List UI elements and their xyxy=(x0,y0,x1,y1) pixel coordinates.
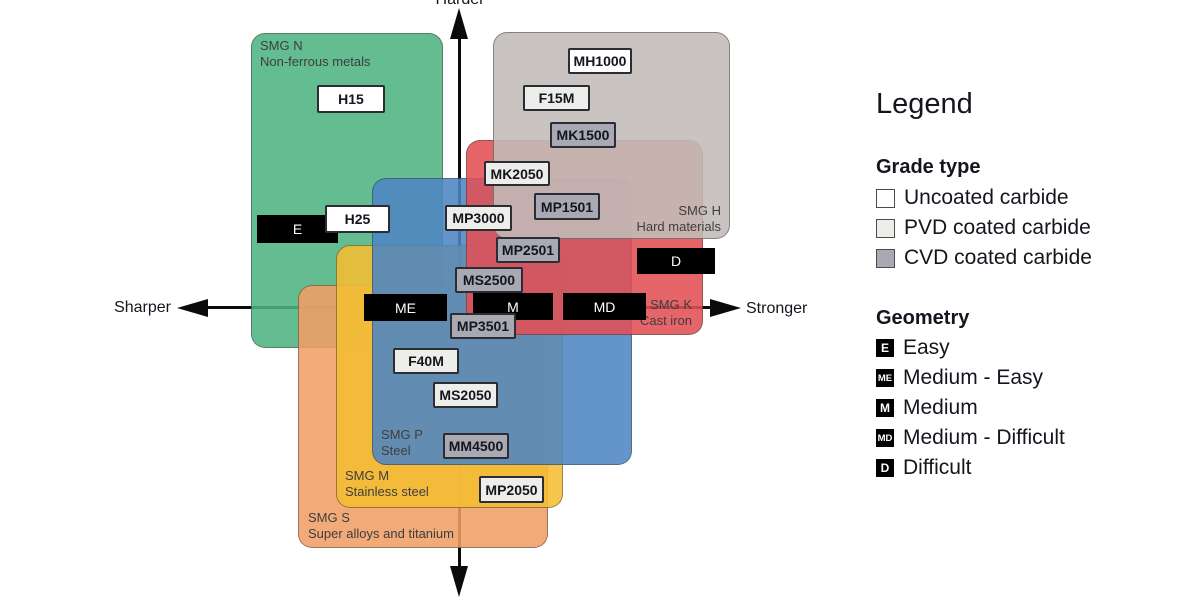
grade-box-ms2050: MS2050 xyxy=(433,382,498,408)
geometry-heading: Geometry xyxy=(876,307,970,329)
legend-row-label: Uncoated carbide xyxy=(904,186,1069,209)
region-material-name: Stainless steel xyxy=(345,484,429,499)
region-material-name: Non-ferrous metals xyxy=(260,54,371,69)
legend-row-label: CVD coated carbide xyxy=(904,246,1092,269)
right-arrowhead-icon xyxy=(710,299,741,317)
grade-box-h15: H15 xyxy=(317,85,385,113)
geometry-bar-e: E xyxy=(257,215,338,243)
grade-box-mh1000: MH1000 xyxy=(568,48,632,74)
region-material-name: Hard materials xyxy=(636,219,721,234)
geometry-badge-icon: D xyxy=(876,459,894,477)
grade-box-f15m: F15M xyxy=(523,85,590,111)
region-material-name: Super alloys and titanium xyxy=(308,526,454,541)
grade-box-mp3000: MP3000 xyxy=(445,205,512,231)
grade-box-mp2501: MP2501 xyxy=(496,237,560,263)
grade-box-mm4500: MM4500 xyxy=(443,433,509,459)
legend-row-uncoated: Uncoated carbide xyxy=(876,183,1092,213)
legend-row-cvd: CVD coated carbide xyxy=(876,243,1092,273)
grade-box-mk1500: MK1500 xyxy=(550,122,616,148)
geometry-bar-me: ME xyxy=(364,294,447,321)
grade-box-h25: H25 xyxy=(325,205,390,233)
left-arrowhead-icon xyxy=(177,299,208,317)
region-material-name: Steel xyxy=(381,443,411,458)
legend-row-label: Difficult xyxy=(903,456,972,479)
region-smg-name: SMG P xyxy=(381,427,423,442)
axis-label-sharper: Sharper xyxy=(114,299,171,316)
axis-label-stronger: Stronger xyxy=(746,300,808,317)
geometry-badge-icon: E xyxy=(876,339,894,357)
grade-box-mp3501: MP3501 xyxy=(450,313,516,339)
grade-box-f40m: F40M xyxy=(393,348,459,374)
up-arrowhead-icon xyxy=(450,8,468,39)
legend-row-label: Medium xyxy=(903,396,978,419)
region-smg-name: SMG N xyxy=(260,38,303,53)
legend-row-geometry-me: ME Medium - Easy xyxy=(876,363,1065,393)
region-smg-name: SMG M xyxy=(345,468,390,483)
uncoated-swatch-icon xyxy=(876,188,895,208)
down-arrowhead-icon xyxy=(450,566,468,597)
legend-row-geometry-md: MD Medium - Difficult xyxy=(876,423,1065,453)
cvd-swatch-icon xyxy=(876,248,895,268)
region-material-name: Cast iron xyxy=(639,313,692,328)
legend-row-pvd: PVD coated carbide xyxy=(876,213,1092,243)
pvd-swatch-icon xyxy=(876,218,895,238)
region-smg-name: SMG S xyxy=(308,510,350,525)
legend-row-geometry-d: D Difficult xyxy=(876,453,1065,483)
region-smg-name: SMG H xyxy=(678,203,721,218)
legend-title: Legend xyxy=(876,88,973,120)
legend-row-label: Medium - Easy xyxy=(903,366,1044,389)
legend-row-geometry-m: M Medium xyxy=(876,393,1065,423)
legend-row-geometry-e: E Easy xyxy=(876,333,1065,363)
grade-box-mp2050: MP2050 xyxy=(479,476,544,503)
axis-label-harder: Harder xyxy=(436,0,485,9)
region-smg-name: SMG K xyxy=(650,297,692,312)
legend-row-label: PVD coated carbide xyxy=(904,216,1091,239)
geometry-badge-icon: M xyxy=(876,399,894,417)
geometry-badge-icon: MD xyxy=(876,429,894,447)
geometry-badge-icon: ME xyxy=(876,369,894,387)
grade-box-mp1501: MP1501 xyxy=(534,193,600,220)
grade-box-ms2500: MS2500 xyxy=(455,267,523,293)
geometry-bar-md: MD xyxy=(563,293,646,320)
grade-type-heading: Grade type xyxy=(876,156,981,178)
legend-row-label: Easy xyxy=(903,336,950,359)
geometry-bar-d: D xyxy=(637,248,715,274)
grade-box-mk2050: MK2050 xyxy=(484,161,550,186)
legend-row-label: Medium - Difficult xyxy=(903,426,1065,449)
